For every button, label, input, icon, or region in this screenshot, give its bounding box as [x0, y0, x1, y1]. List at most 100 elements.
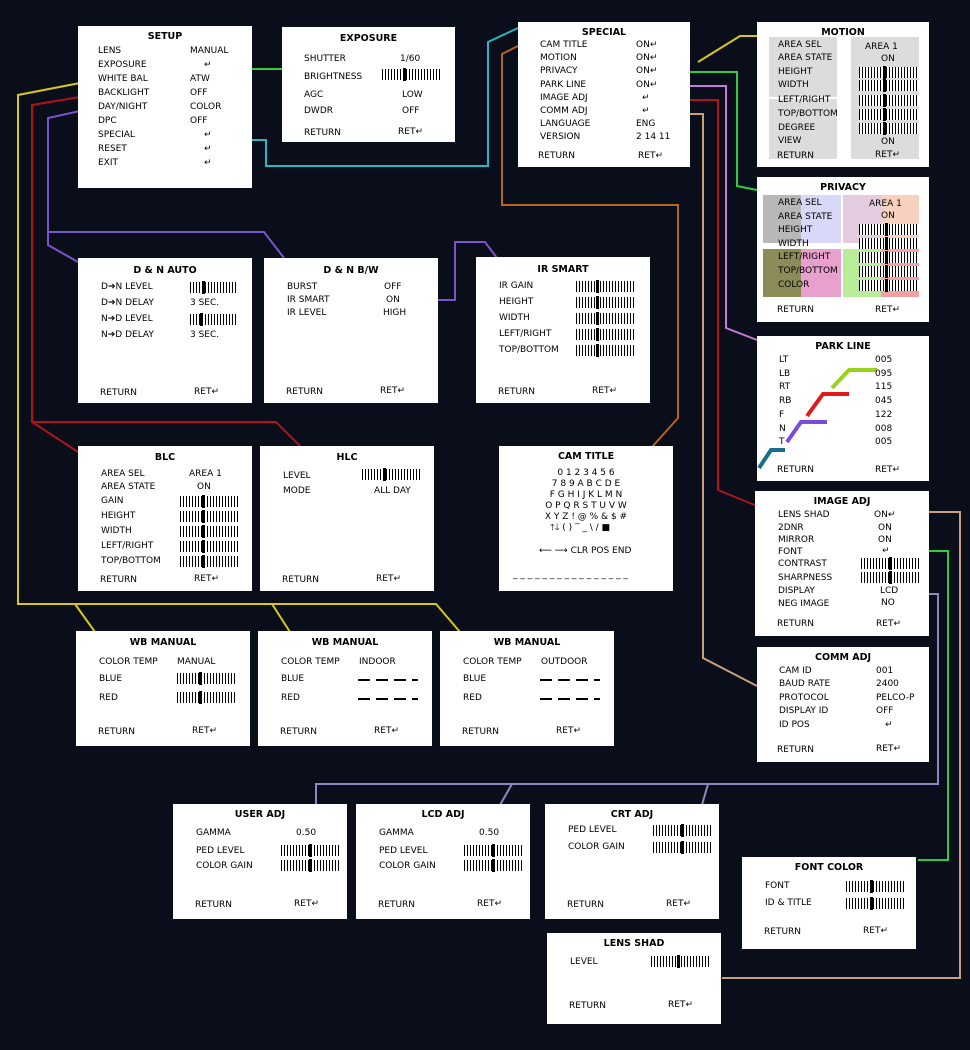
- dn-level-slider[interactable]: [190, 281, 238, 294]
- cam-nav[interactable]: CLR POS END: [570, 546, 632, 556]
- park-item-value[interactable]: 095: [875, 368, 893, 379]
- ret-button[interactable]: RET↵: [194, 387, 219, 398]
- ir-slider[interactable]: [576, 280, 634, 293]
- blc-slider[interactable]: [180, 540, 240, 553]
- park-item-value[interactable]: 115: [875, 382, 893, 393]
- setup-item-label[interactable]: RESET: [98, 144, 127, 154]
- privacy-state-value[interactable]: ON: [881, 211, 895, 221]
- return-button[interactable]: RETURN: [282, 575, 320, 585]
- dn-delay-value[interactable]: 3 SEC.: [190, 298, 220, 308]
- motion-view-value[interactable]: ON: [881, 137, 895, 147]
- special-item-value[interactable]: ON↵: [636, 66, 657, 77]
- ir-slider[interactable]: [576, 328, 634, 341]
- dnr-value[interactable]: ON: [878, 523, 892, 533]
- setup-item-label[interactable]: DAY/NIGHT: [98, 102, 148, 112]
- ret-button[interactable]: RET↵: [380, 386, 405, 397]
- ped-level-slider[interactable]: [653, 824, 713, 837]
- setup-item-label[interactable]: EXPOSURE: [98, 60, 147, 70]
- color-gain-slider[interactable]: [653, 841, 713, 854]
- ret-button[interactable]: RET↵: [374, 726, 399, 737]
- sharpness-slider[interactable]: [861, 571, 921, 584]
- lens-shad-level-slider[interactable]: [651, 955, 711, 968]
- privacy-area-value[interactable]: AREA 1: [869, 199, 902, 209]
- enter-icon[interactable]: ↵: [204, 60, 212, 70]
- color-temp-value[interactable]: MANUAL: [177, 657, 216, 667]
- motion-slider[interactable]: [859, 94, 919, 107]
- ret-button[interactable]: RET↵: [592, 386, 617, 397]
- return-button[interactable]: RETURN: [538, 151, 576, 161]
- ret-button[interactable]: RET↵: [875, 150, 900, 161]
- brightness-slider[interactable]: [382, 68, 442, 81]
- motion-slider[interactable]: [859, 79, 919, 92]
- special-item-label[interactable]: IMAGE ADJ: [540, 92, 588, 103]
- color-gain-slider[interactable]: [281, 859, 341, 872]
- id-title-color-slider[interactable]: [846, 897, 906, 910]
- cam-symbols[interactable]: ( ) ‾ _ \ /: [562, 523, 599, 533]
- privacy-slider[interactable]: [859, 251, 919, 264]
- setup-item-value[interactable]: OFF: [190, 88, 208, 98]
- ret-button[interactable]: RET↵: [668, 1000, 693, 1011]
- return-button[interactable]: RETURN: [286, 387, 324, 397]
- return-button[interactable]: RETURN: [567, 900, 605, 910]
- agc-value[interactable]: LOW: [402, 90, 423, 100]
- blc-state-value[interactable]: ON: [197, 482, 211, 492]
- enter-icon[interactable]: ↵: [204, 144, 212, 154]
- cam-char-row[interactable]: F G H I J K L M N: [549, 490, 623, 500]
- blc-slider[interactable]: [180, 495, 240, 508]
- blc-slider[interactable]: [180, 555, 240, 568]
- setup-item-label[interactable]: SPECIAL: [98, 130, 135, 140]
- setup-item-label[interactable]: EXIT: [98, 158, 119, 168]
- return-button[interactable]: RETURN: [98, 727, 136, 737]
- blc-slider[interactable]: [180, 510, 240, 523]
- font-color-slider[interactable]: [846, 880, 906, 893]
- ir-smart-value[interactable]: ON: [386, 295, 400, 305]
- motion-slider[interactable]: [859, 66, 919, 79]
- ret-button[interactable]: RET↵: [876, 744, 901, 755]
- return-button[interactable]: RETURN: [100, 388, 138, 398]
- setup-item-label[interactable]: LENS: [98, 46, 122, 56]
- return-button[interactable]: RETURN: [777, 745, 815, 755]
- block-icon[interactable]: ■: [601, 523, 611, 533]
- return-button[interactable]: RETURN: [777, 465, 815, 475]
- cam-char-row[interactable]: X Y Z ! @ % & $ #: [544, 512, 628, 522]
- comm-item-value[interactable]: 2400: [876, 679, 899, 690]
- cam-char-row[interactable]: 7 8 9 A B C D E: [551, 479, 621, 489]
- ret-button[interactable]: RET↵: [376, 574, 401, 585]
- font-enter-icon[interactable]: ↵: [882, 546, 890, 556]
- color-temp-value[interactable]: OUTDOOR: [541, 657, 588, 667]
- return-button[interactable]: RETURN: [777, 619, 815, 629]
- return-button[interactable]: RETURN: [195, 900, 233, 910]
- ret-button[interactable]: RET↵: [192, 726, 217, 737]
- right-arrow-icon[interactable]: ⟶: [554, 546, 568, 556]
- special-item-label[interactable]: MOTION: [540, 53, 577, 64]
- ped-level-slider[interactable]: [464, 844, 524, 857]
- blue-slider[interactable]: [177, 672, 237, 685]
- special-item-value[interactable]: 2 14 11: [636, 132, 670, 143]
- shutter-value[interactable]: 1/60: [400, 54, 421, 64]
- blc-area-value[interactable]: AREA 1: [189, 469, 222, 479]
- park-item-value[interactable]: 045: [875, 396, 893, 407]
- dwdr-value[interactable]: OFF: [402, 106, 420, 116]
- lens-shad-value[interactable]: ON↵: [874, 510, 895, 521]
- comm-item-value[interactable]: OFF: [876, 706, 894, 717]
- hlc-level-slider[interactable]: [362, 468, 422, 481]
- neg-image-value[interactable]: NO: [881, 598, 895, 608]
- enter-icon[interactable]: ↵: [642, 92, 650, 103]
- return-button[interactable]: RETURN: [304, 128, 342, 138]
- red-slider[interactable]: [177, 691, 237, 704]
- return-button[interactable]: RETURN: [569, 1001, 607, 1011]
- enter-icon[interactable]: ↵: [204, 158, 212, 168]
- comm-item-value[interactable]: 001: [876, 666, 894, 676]
- privacy-slider[interactable]: [859, 223, 919, 236]
- ret-button[interactable]: RET↵: [638, 151, 663, 162]
- ret-button[interactable]: RET↵: [398, 127, 423, 138]
- comm-item-value[interactable]: PELCO-P: [876, 692, 915, 703]
- park-item-value[interactable]: 008: [875, 423, 893, 434]
- setup-item-value[interactable]: COLOR: [190, 102, 222, 112]
- enter-icon[interactable]: ↵: [642, 106, 650, 116]
- ret-button[interactable]: RET↵: [875, 465, 900, 476]
- cam-symbol-row[interactable]: 🡑🡓 ( ) ‾ _ \ / ■: [550, 523, 610, 534]
- cam-nav-row[interactable]: ⟵ ⟶ CLR POS END: [539, 546, 631, 557]
- ret-button[interactable]: RET↵: [556, 726, 581, 737]
- enter-icon[interactable]: ↵: [204, 130, 212, 140]
